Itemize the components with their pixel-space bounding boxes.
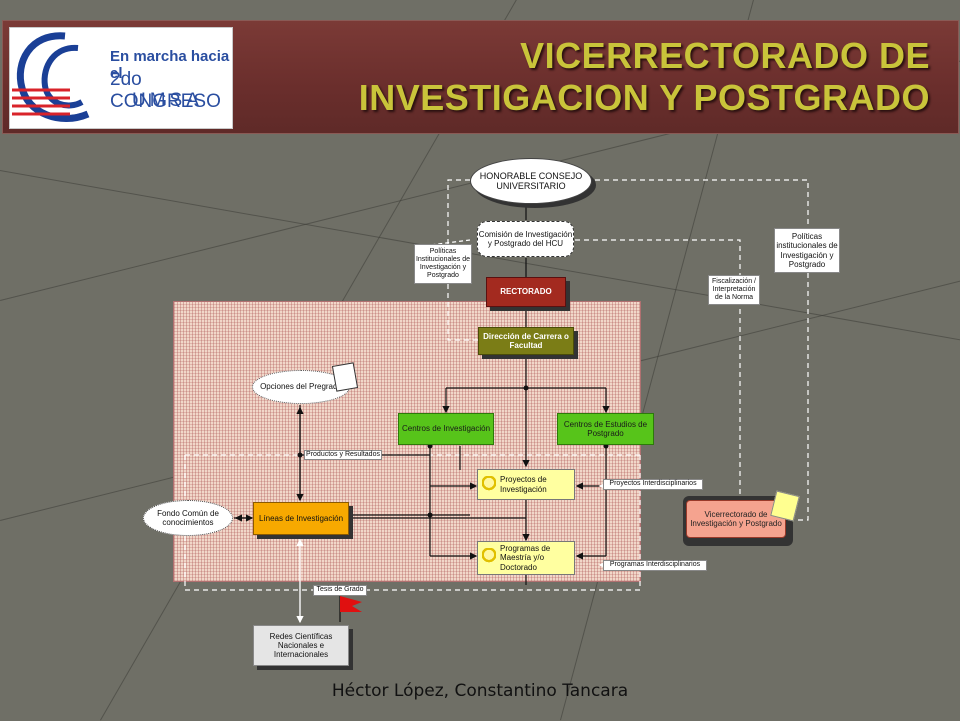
node-comision: Comisión de Investigación y Postgrado de… (477, 221, 574, 257)
node-vicerrectorado: Vicerrectorado de Investigación y Postgr… (686, 500, 786, 538)
logo-line1: En marcha hacia el (110, 48, 230, 82)
node-redes: Redes Científicas Nacionales e Internaci… (253, 625, 349, 666)
node-proyectos: Proyectos de Investigación (477, 469, 575, 500)
node-rectorado: RECTORADO (486, 277, 566, 307)
lightbulb-icon (482, 476, 496, 493)
label-politicas-left: Políticas Institucionales de Investigaci… (414, 244, 472, 284)
congreso-logo: En marcha hacia el 2do CONGRESO UMSA (9, 27, 233, 129)
node-centros-investigacion: Centros de Investigación (398, 413, 494, 445)
footer-authors: Héctor López, Constantino Tancara (331, 681, 629, 701)
label-fiscalizacion: Fiscalización / Interpretación de la Nor… (708, 275, 760, 305)
node-centros-postgrado: Centros de Estudios de Postgrado (557, 413, 654, 445)
node-lineas: Líneas de Investigación (253, 502, 349, 535)
label-proyectos-inter: Proyectos Interdisciplinarios (603, 479, 703, 490)
node-programas: Programas de Maestría y/o Doctorado (477, 541, 575, 575)
label-productos: Productos y Resultados (304, 450, 382, 460)
node-direccion: Dirección de Carrera o Facultad (478, 327, 574, 355)
node-opciones-pregrado: Opciones del Pregrado (252, 370, 350, 404)
node-fondo-comun: Fondo Común de conocimientos (143, 500, 233, 536)
node-hcu: HONORABLE CONSEJO UNIVERSITARIO (470, 158, 592, 204)
page-title-line1: VICERRECTORADO DE (520, 35, 930, 76)
label-programas-inter: Programas Interdisciplinarios (603, 560, 707, 571)
flag-icon (339, 596, 362, 622)
logo-line3: UMSA (132, 90, 203, 111)
logo-line2: 2do CONGRESO (110, 69, 221, 112)
document-icon (331, 362, 359, 392)
node-programas-label: Programas de Maestría y/o Doctorado (500, 544, 551, 572)
label-tesis: Tesis de Grado (313, 585, 367, 596)
umsa-swirl-icon (12, 32, 90, 122)
header-banner: En marcha hacia el 2do CONGRESO UMSA VIC… (2, 20, 959, 134)
node-proyectos-label: Proyectos de Investigación (500, 475, 547, 494)
label-politicas-right: Políticas institucionales de Investigaci… (774, 228, 840, 273)
page-title-line2: INVESTIGACION Y POSTGRADO (358, 77, 930, 118)
lightbulb-icon (482, 548, 496, 565)
